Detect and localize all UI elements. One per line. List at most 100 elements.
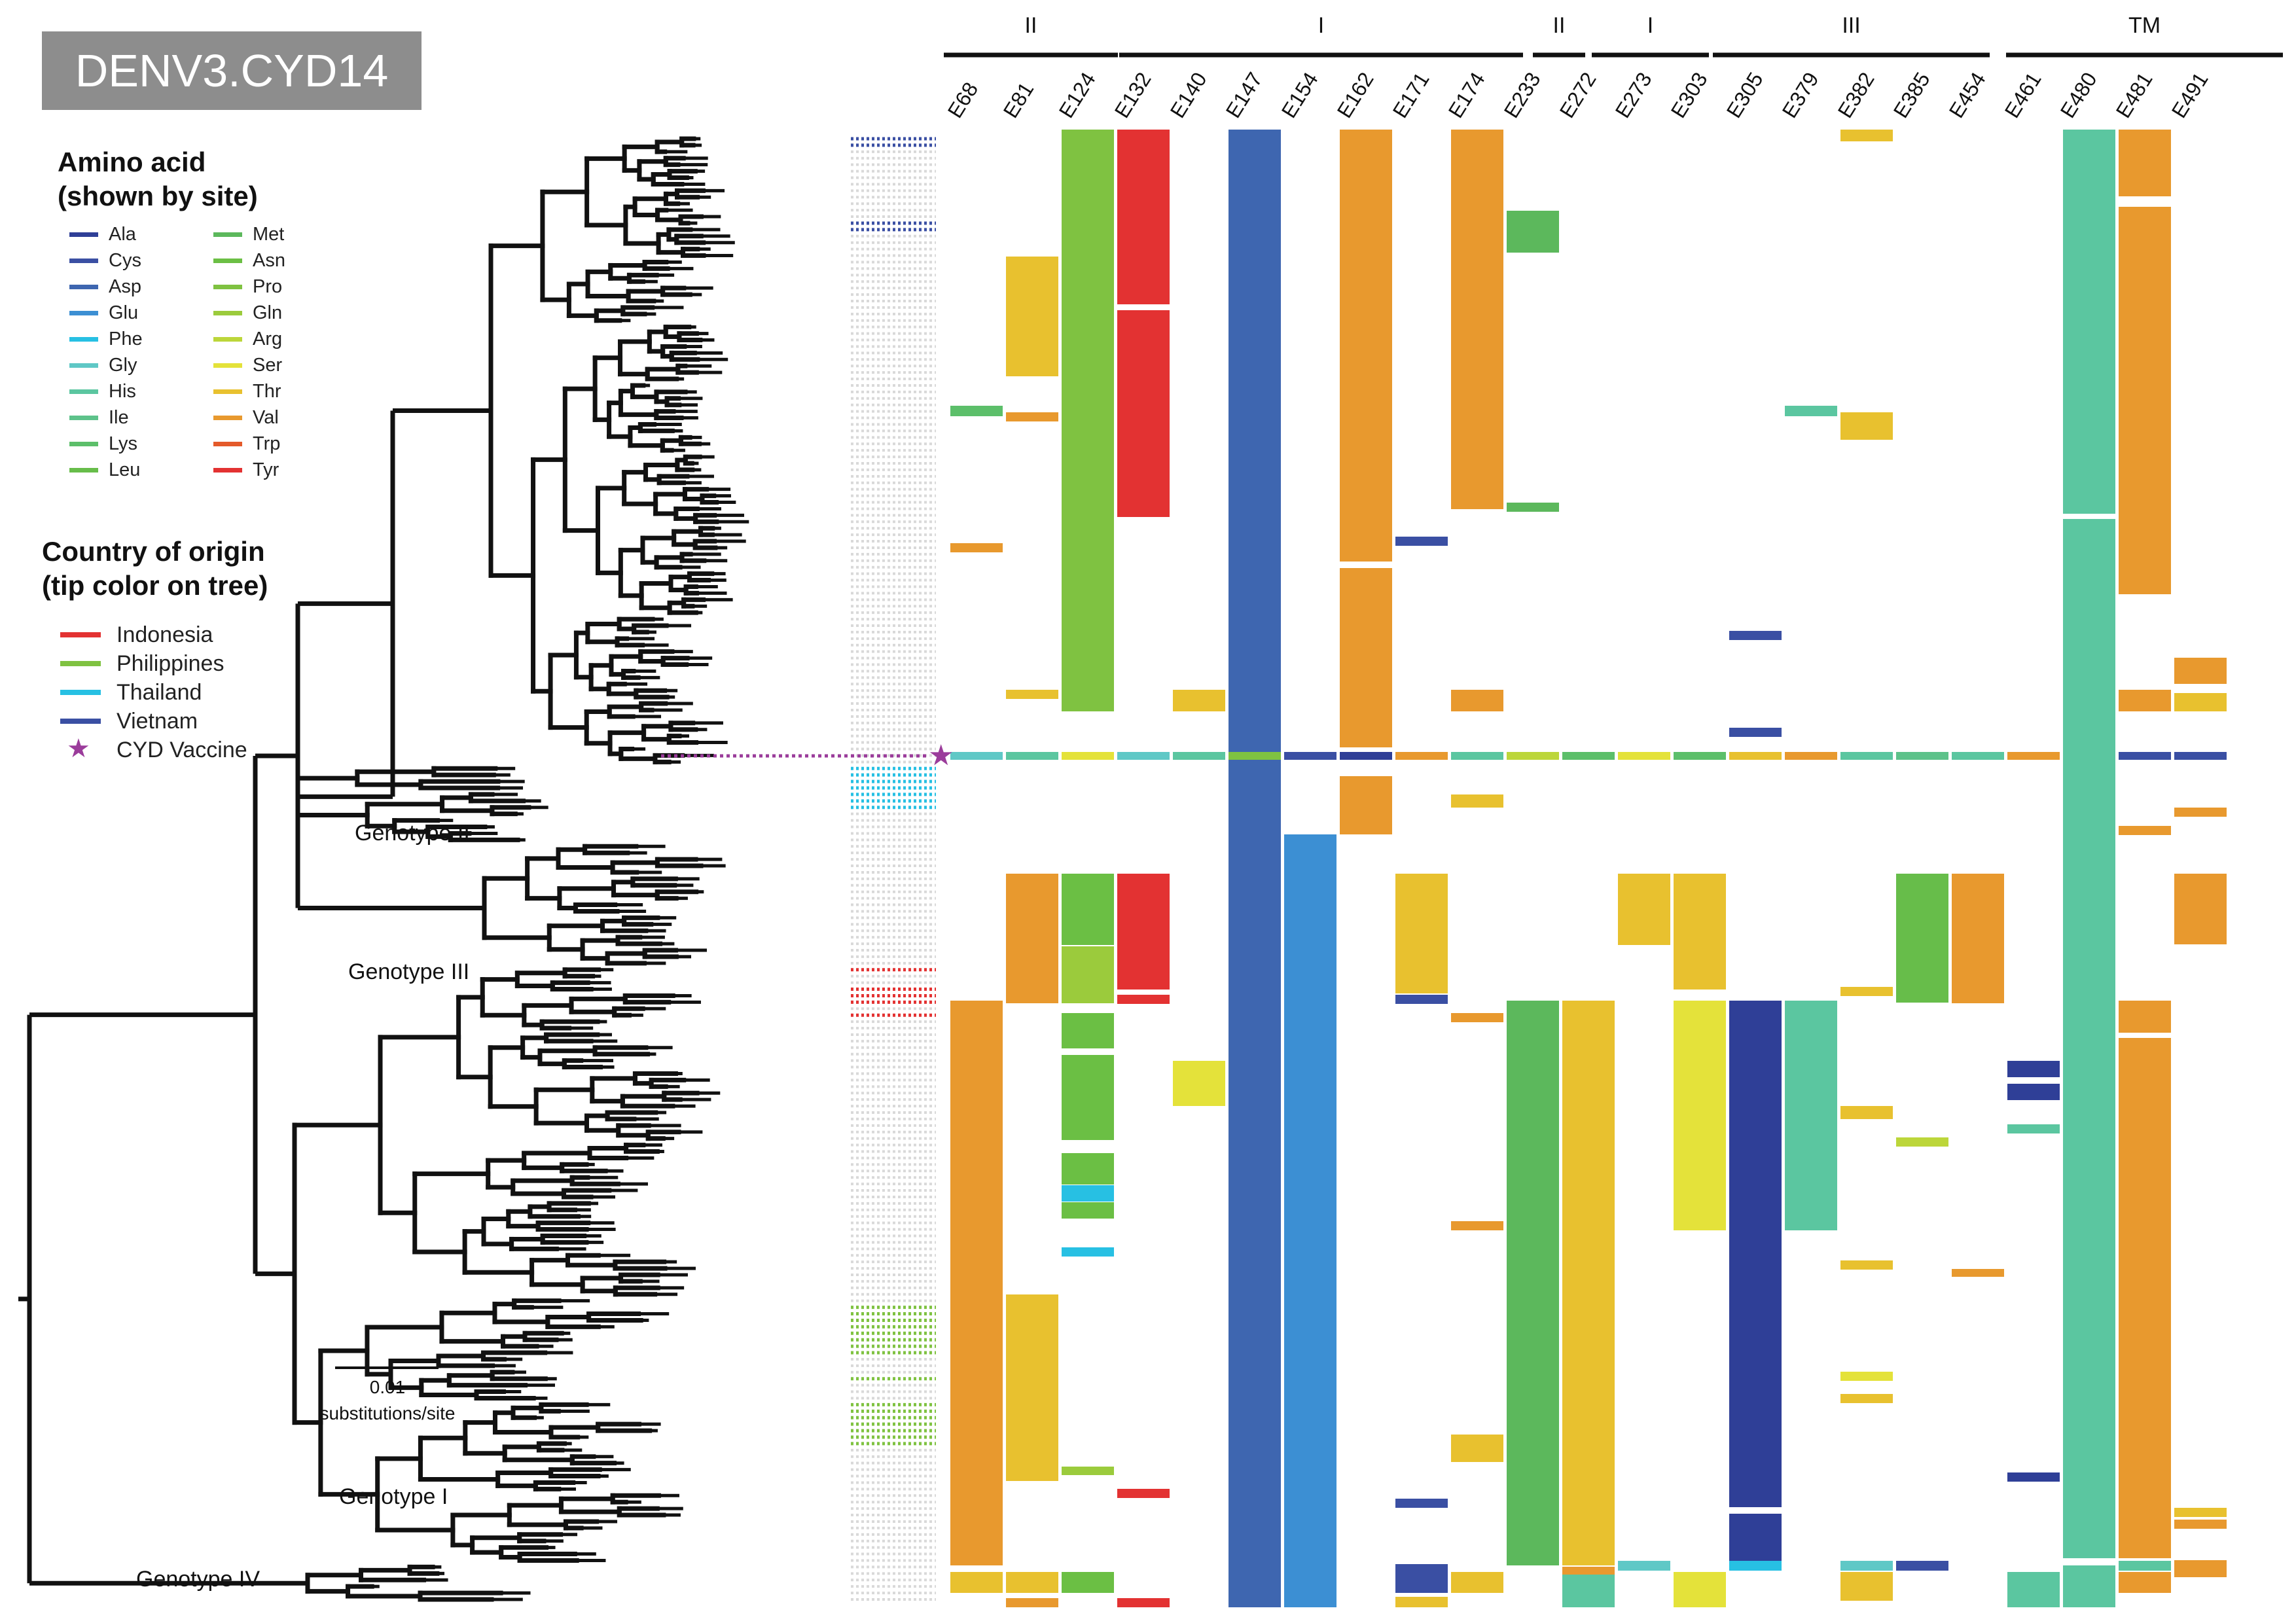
vaccine-row-cell <box>1840 752 1893 760</box>
heatmap-cell <box>2063 519 2115 1558</box>
heatmap-cell <box>1451 690 1503 711</box>
amino-legend-label: Ile <box>109 407 129 428</box>
heatmap-cell <box>1395 1564 1448 1593</box>
vaccine-row-cell <box>1451 752 1503 760</box>
heatmap-cell <box>1840 412 1893 440</box>
heatmap-cell <box>1062 1153 1114 1185</box>
heatmap-cell <box>1840 1394 1893 1403</box>
heatmap-cell <box>2174 693 2227 711</box>
heatmap-cell <box>950 1001 1003 1565</box>
country-legend-label: Indonesia <box>117 622 213 647</box>
country-legend-label: Philippines <box>117 651 224 676</box>
heatmap-cell <box>1729 1514 1782 1563</box>
heatmap-cell <box>1117 995 1170 1004</box>
heatmap-cell <box>1729 631 1782 640</box>
amino-legend-swatch <box>213 416 242 420</box>
vaccine-row-cell <box>2007 752 2060 760</box>
heatmap-cell <box>1006 412 1058 421</box>
figure-title-box: DENV3.CYD14 <box>42 31 422 110</box>
heatmap-cell <box>1507 211 1559 253</box>
vaccine-row-cell <box>1729 752 1782 760</box>
country-legend-heading: Country of origin (tip color on tree) <box>42 535 268 603</box>
amino-legend-label: Leu <box>109 459 141 480</box>
heatmap-cell <box>1229 130 1281 1607</box>
heatmap-cell <box>2007 1472 2060 1482</box>
country-legend-heading-line1: Country of origin <box>42 536 265 567</box>
amino-legend-label: Gln <box>253 302 283 323</box>
heatmap-cell <box>1006 257 1058 376</box>
amino-legend-label: Phe <box>109 329 143 349</box>
vaccine-row-cell <box>1674 752 1726 760</box>
amino-legend-swatch <box>213 311 242 315</box>
heatmap-cell <box>2119 1038 2171 1558</box>
heatmap-cell <box>1006 1598 1058 1607</box>
heatmap-cell <box>1117 130 1170 304</box>
amino-legend-heading-line1: Amino acid <box>58 147 206 177</box>
heatmap-cell <box>1562 1575 1615 1607</box>
amino-legend-label: Gly <box>109 355 137 376</box>
amino-legend-label: Pro <box>253 276 283 297</box>
heatmap-cell <box>1451 1572 1503 1593</box>
heatmap-cell <box>1840 1561 1893 1571</box>
heatmap-cell <box>1952 1269 2004 1277</box>
vaccine-row-cell <box>1785 752 1837 760</box>
vaccine-row-cell <box>1117 752 1170 760</box>
country-legend-label: CYD Vaccine <box>117 738 247 762</box>
vaccine-row-cell <box>1507 752 1559 760</box>
heatmap-cell <box>1562 1567 1615 1575</box>
country-legend-label: Thailand <box>117 680 202 705</box>
heatmap-cell <box>1062 1055 1114 1140</box>
heatmap-cell <box>1729 1561 1782 1571</box>
heatmap-cell <box>1896 874 1948 1003</box>
heatmap-cell <box>1340 776 1392 834</box>
region-label: III <box>1842 13 1861 38</box>
amino-legend-swatch <box>69 442 98 446</box>
star-icon: ★ <box>67 734 90 763</box>
heatmap-cell <box>2119 826 2171 835</box>
vaccine-row-cell <box>1952 752 2004 760</box>
amino-legend-label: Thr <box>253 381 281 402</box>
vaccine-row-cell <box>1062 752 1114 760</box>
amino-legend-swatch <box>69 311 98 315</box>
heatmap-cell <box>1451 794 1503 808</box>
heatmap-cell <box>1674 1572 1726 1607</box>
heatmap-cell <box>2119 207 2171 594</box>
heatmap-cell <box>2174 658 2227 684</box>
country-legend-label: Vietnam <box>117 709 198 734</box>
heatmap-cell <box>2174 1560 2227 1577</box>
heatmap-cell <box>1062 1202 1114 1219</box>
heatmap-cell <box>1395 1499 1448 1508</box>
amino-legend-label: His <box>109 381 136 402</box>
heatmap-cell <box>2119 690 2171 711</box>
vaccine-row-cell <box>950 752 1003 760</box>
heatmap-cell <box>2174 808 2227 817</box>
heatmap-cell <box>1117 310 1170 517</box>
heatmap-cell <box>1062 1467 1114 1475</box>
country-legend-swatch <box>60 661 101 666</box>
amino-legend-label: Asp <box>109 276 141 297</box>
amino-legend-heading-line2: (shown by site) <box>58 181 258 211</box>
heatmap-cell <box>1896 1561 1948 1571</box>
amino-legend-label: Arg <box>253 329 283 349</box>
amino-legend-swatch <box>213 232 242 237</box>
country-legend-swatch <box>60 719 101 724</box>
heatmap-cell <box>1674 874 1726 990</box>
amino-legend-swatch <box>213 363 242 368</box>
country-legend-swatch <box>60 632 101 637</box>
genotype-i-label: Genotype I <box>339 1484 448 1509</box>
heatmap-cell <box>1117 874 1170 990</box>
amino-legend-swatch <box>213 389 242 394</box>
heatmap-cell <box>2007 1572 2060 1607</box>
heatmap-cell <box>1062 1572 1114 1593</box>
heatmap-cell <box>2007 1124 2060 1133</box>
heatmap-cell <box>2119 1001 2171 1033</box>
heatmap-cell <box>950 543 1003 552</box>
amino-legend-heading: Amino acid (shown by site) <box>58 145 258 213</box>
amino-legend-swatch <box>69 232 98 237</box>
vaccine-row-cell <box>1229 752 1281 760</box>
heatmap-cell <box>1562 1001 1615 1565</box>
vaccine-row-cell <box>1618 752 1670 760</box>
heatmap-cell <box>1062 130 1114 711</box>
heatmap-cell <box>1507 1001 1559 1565</box>
